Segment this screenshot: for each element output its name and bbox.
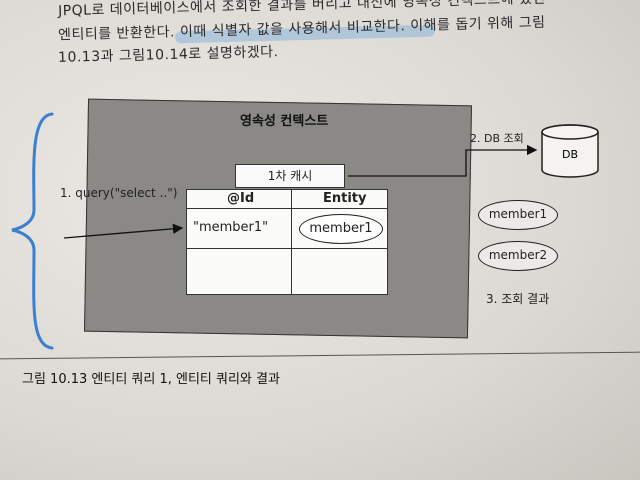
table-divider bbox=[291, 190, 292, 294]
table-divider bbox=[187, 248, 387, 249]
cache-cell-entity: member1 bbox=[299, 214, 383, 244]
blue-brace-mark bbox=[11, 112, 54, 350]
result-entity-1: member1 bbox=[478, 200, 558, 230]
figure-caption: 그림 10.13 엔티티 쿼리 1, 엔티티 쿼리와 결과 bbox=[22, 372, 280, 387]
query-step-label: 1. query("select ..") bbox=[60, 186, 178, 200]
db-query-step-label: 2. DB 조회 bbox=[470, 132, 524, 145]
table-divider bbox=[187, 208, 387, 209]
cache-cell-id: "member1" bbox=[193, 220, 269, 235]
column-header-entity: Entity bbox=[323, 191, 367, 206]
persistence-context-title: 영속성 컨텍스트 bbox=[240, 114, 329, 129]
column-header-id: @Id bbox=[227, 191, 255, 206]
first-level-cache-table: @Id Entity "member1" member1 bbox=[186, 189, 388, 295]
result-entity-2: member2 bbox=[478, 241, 558, 271]
first-level-cache-label: 1차 캐시 bbox=[235, 164, 345, 188]
database-icon: DB bbox=[541, 124, 599, 178]
result-step-label: 3. 조회 결과 bbox=[486, 292, 550, 306]
db-label: DB bbox=[562, 148, 578, 161]
